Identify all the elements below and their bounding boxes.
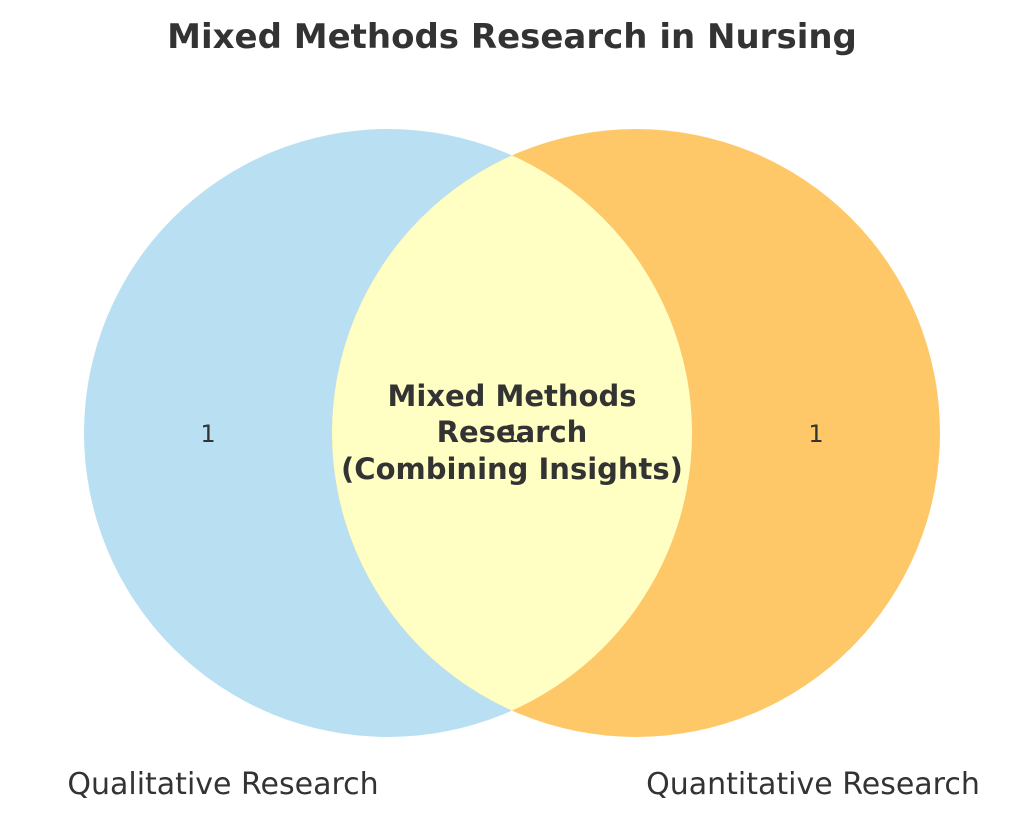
qualitative-count: 1 bbox=[200, 420, 215, 448]
intersection-label-line-2: Research bbox=[437, 415, 588, 449]
quantitative-count: 1 bbox=[808, 420, 823, 448]
intersection-region bbox=[332, 129, 692, 737]
diagram-title: Mixed Methods Research in Nursing bbox=[167, 17, 857, 57]
intersection-label-line-1: Mixed Methods bbox=[387, 379, 636, 413]
intersection-label-line-3: (Combining Insights) bbox=[341, 452, 683, 486]
qualitative-label: Qualitative Research bbox=[67, 767, 378, 802]
intersection-count: 1 bbox=[504, 420, 519, 448]
quantitative-label: Quantitative Research bbox=[646, 767, 980, 802]
